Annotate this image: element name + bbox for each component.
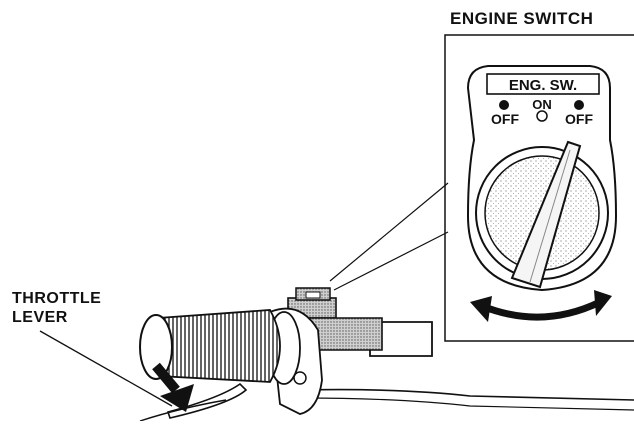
- off-left-dot: [499, 100, 509, 110]
- on-dot: [537, 111, 547, 121]
- position-off-left: OFF: [491, 111, 519, 127]
- engine-switch-body: ENG. SW. OFF ON OFF: [468, 66, 616, 290]
- plate-label: ENG. SW.: [509, 77, 577, 94]
- leader-line-upper: [330, 183, 448, 281]
- position-on: ON: [532, 97, 552, 112]
- leader-line-lower: [334, 232, 448, 290]
- throttle-label-line2: LEVER: [12, 308, 101, 327]
- throttle-lever-callout: THROTTLE LEVER: [12, 289, 101, 327]
- position-off-right: OFF: [565, 111, 593, 127]
- throttle-label-line1: THROTTLE: [12, 289, 101, 308]
- engine-switch-callout: ENGINE SWITCH: [450, 9, 593, 29]
- detail-box: ENG. SW. OFF ON OFF: [330, 35, 634, 341]
- off-right-dot: [574, 100, 584, 110]
